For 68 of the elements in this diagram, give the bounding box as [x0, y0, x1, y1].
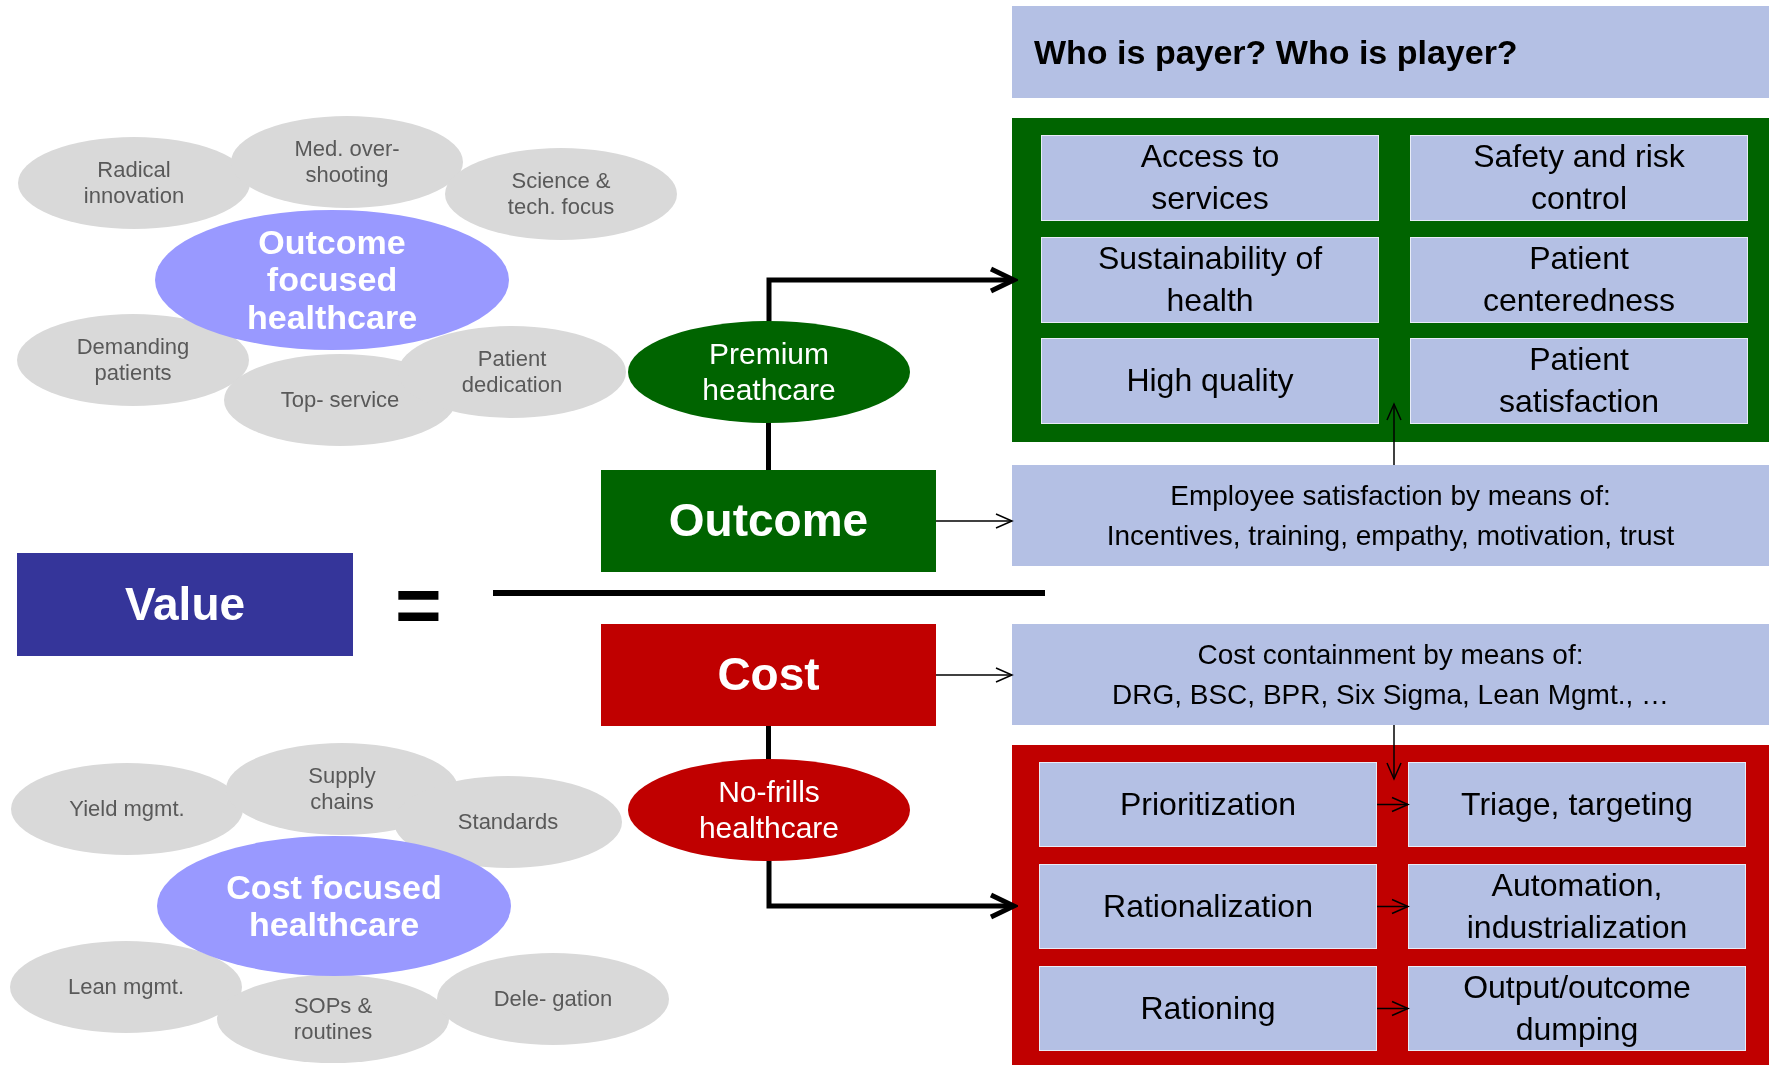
node-label: Cost — [717, 647, 820, 703]
node-label: DRG, BSC, BPR, Six Sigma, Lean Mgmt., … — [1111, 677, 1669, 712]
node-label: Triage, targeting — [1461, 784, 1693, 824]
text-box — [1410, 237, 1748, 323]
node-label: No-frills healthcare — [697, 774, 841, 846]
group-panel — [1012, 118, 1769, 442]
node-label: Access to services — [1139, 137, 1281, 218]
process-box — [601, 624, 936, 726]
connector-line — [766, 423, 771, 470]
arrow — [935, 513, 1013, 529]
arrow — [1376, 898, 1409, 915]
node-label: Rationalization — [1103, 886, 1313, 926]
node-label: Med. over- shooting — [293, 135, 401, 189]
node-label: Cost containment by means of: — [1197, 638, 1584, 673]
arrow — [935, 667, 1013, 683]
node-label: Safety and risk control — [1472, 137, 1686, 218]
node-label: Cost focused healthcare — [225, 868, 443, 944]
text-box — [1039, 966, 1377, 1051]
process-box — [601, 470, 936, 572]
node-label: Patient centeredness — [1481, 239, 1677, 320]
equals-sign: = — [395, 565, 442, 645]
text-box — [1041, 338, 1379, 424]
node-label: Standards — [457, 808, 559, 836]
node-label: Premium heathcare — [701, 336, 837, 408]
node-label: Value — [124, 576, 246, 632]
arrow — [766, 861, 1017, 920]
node-label: SOPs & routines — [292, 992, 374, 1046]
text-box — [1410, 135, 1748, 221]
text-box — [1410, 338, 1748, 424]
connector-line — [766, 726, 771, 759]
node-label: Patient satisfaction — [1497, 340, 1661, 421]
group-panel — [1012, 745, 1769, 1065]
node-label: Prioritization — [1119, 784, 1297, 824]
node-label: Employee satisfaction by means of: — [1170, 479, 1611, 514]
text-box — [1039, 864, 1377, 949]
text-box — [1408, 762, 1746, 847]
text-box — [1408, 864, 1746, 949]
process-box — [17, 553, 353, 656]
arrow — [1386, 724, 1402, 780]
text-box — [1041, 135, 1379, 221]
node-label: Output/outcome dumping — [1462, 967, 1692, 1049]
node-label: Demanding patients — [75, 333, 191, 387]
node-label: Outcome — [668, 493, 869, 549]
node-label: Automation, industrialization — [1465, 865, 1689, 947]
text-box — [1012, 465, 1769, 566]
node-label: Rationing — [1140, 988, 1276, 1028]
arrow — [1386, 403, 1402, 466]
text-box — [1012, 624, 1769, 725]
node-label: Supply chains — [307, 762, 377, 816]
arrow — [1376, 796, 1409, 813]
node-label: Dele- gation — [493, 985, 613, 1013]
node-label: High quality — [1126, 361, 1294, 401]
text-box — [1041, 237, 1379, 323]
node-label: Top- service — [280, 386, 400, 414]
arrow — [766, 266, 1017, 321]
title-banner — [1012, 6, 1769, 98]
node-label: Patient dedication — [460, 345, 564, 399]
node-label: Sustainability of health — [1096, 239, 1324, 320]
node-label: Lean mgmt. — [67, 973, 185, 1001]
text-box — [1039, 762, 1377, 847]
node-label: Outcome focused healthcare — [245, 223, 419, 337]
arrow — [1376, 1000, 1409, 1017]
node-label: Incentives, training, empathy, motivation, trust — [1106, 518, 1675, 553]
node-label: Who is payer? Who is player? — [1034, 31, 1518, 73]
text-box — [1408, 966, 1746, 1051]
node-label: Yield mgmt. — [69, 795, 185, 823]
node-label: Radical innovation — [82, 156, 186, 210]
node-label: Science & tech. focus — [506, 167, 616, 221]
